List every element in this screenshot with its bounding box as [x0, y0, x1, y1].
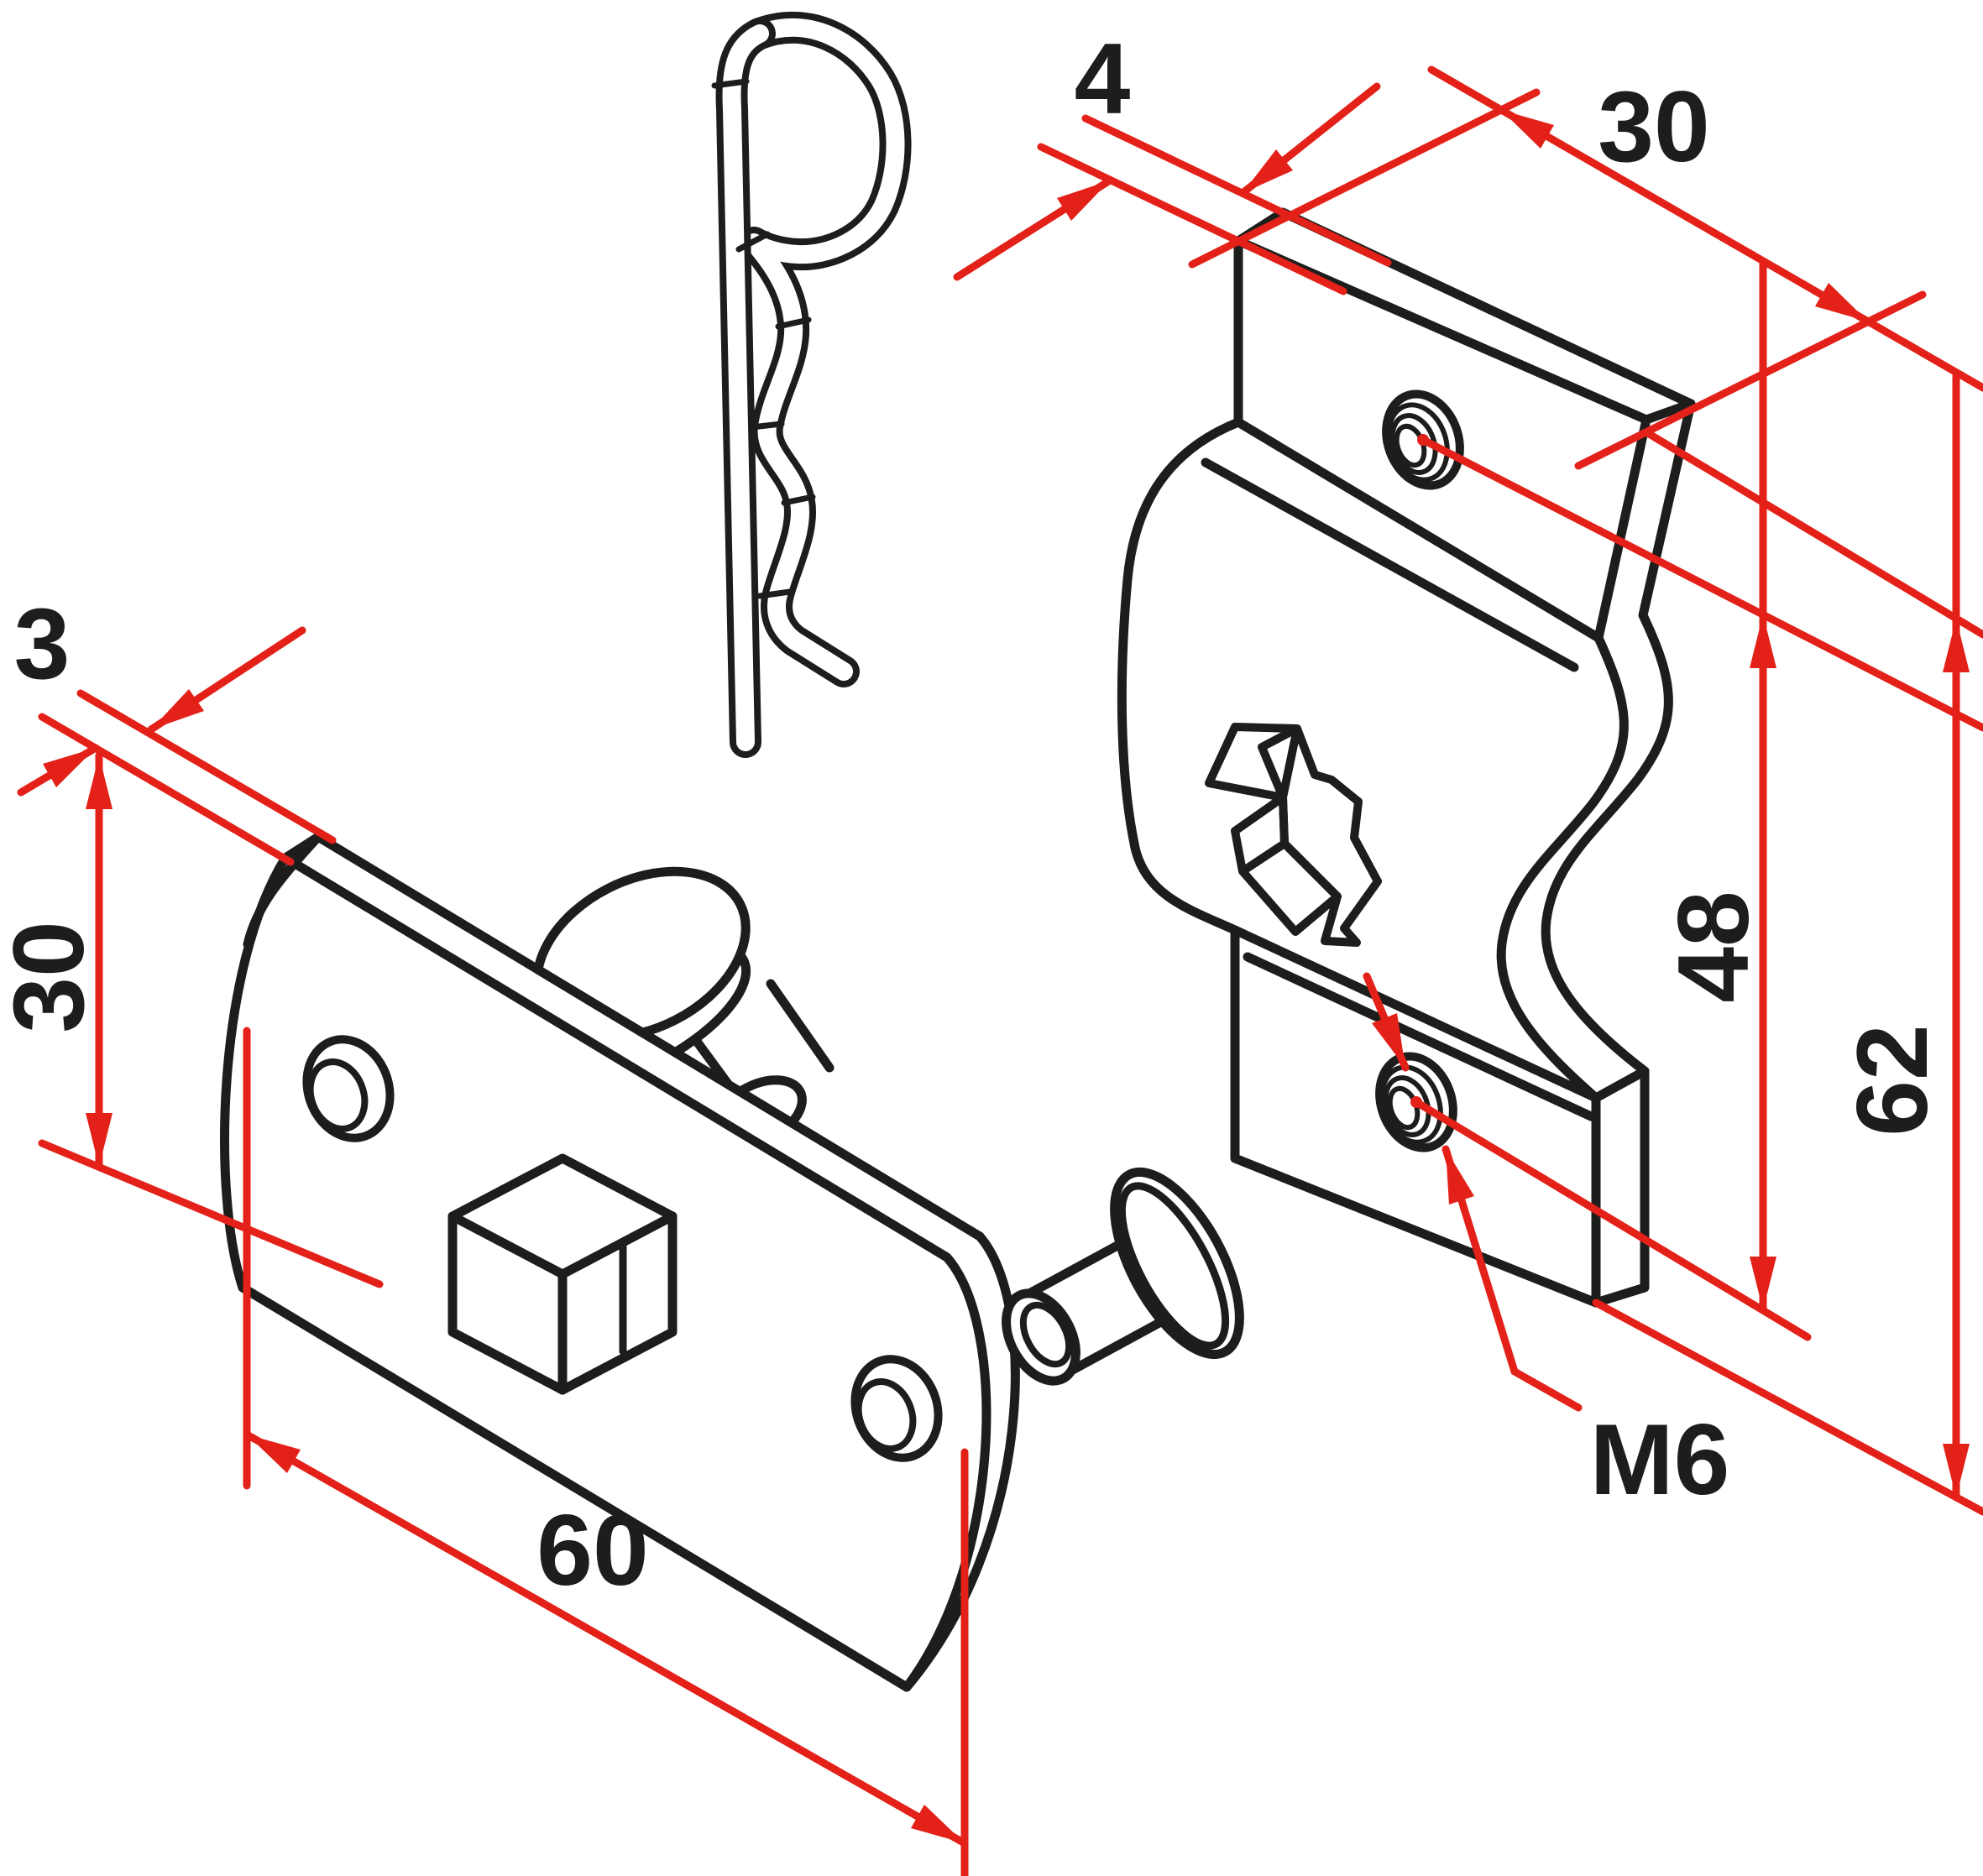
dimensions-layer — [17, 65, 1983, 1876]
dim-plate-width-lines — [38, 751, 384, 1288]
hole-center-dot-upper — [1417, 434, 1429, 446]
dim-bracket-thickness-lines — [953, 82, 1392, 295]
dim-label-hole-pitch: 48 — [1657, 891, 1770, 1002]
bracket-bend-crease-upper — [1201, 457, 1579, 672]
z-bracket — [1117, 207, 1696, 1308]
dim-label-thread-size: M6 — [1590, 1403, 1730, 1516]
r-clip-leg-core — [722, 24, 769, 751]
square-boss-edges — [447, 1211, 678, 1395]
plate-hole-lower — [850, 1355, 943, 1462]
bracket-bend-crease-lower — [1243, 952, 1596, 1121]
hole-center-dot-lower — [1410, 1096, 1422, 1108]
parts-layer — [220, 11, 1696, 1692]
rivet-shank-sides — [1015, 1231, 1181, 1381]
mounting-plate — [220, 832, 1020, 1692]
rivet-head — [1110, 1167, 1244, 1360]
dim-thread-leader — [1441, 1145, 1583, 1412]
plate-far-right-cap — [902, 1231, 1020, 1692]
labels-layer: 4 30 3 30 48 62 60 M6 — [0, 23, 1949, 1607]
dim-plate-length-lines — [243, 1027, 969, 1876]
r-clip-wire-ticks — [711, 78, 816, 599]
arrowheads — [43, 110, 1970, 1843]
star-knockout — [1205, 723, 1382, 947]
dim-extension-leaders — [1412, 428, 1983, 1516]
star-front-face — [1205, 723, 1382, 947]
r-clip — [711, 11, 912, 758]
rivet-head-rim — [1117, 1182, 1230, 1350]
dim-label-bracket-width: 30 — [1598, 71, 1709, 183]
dim-label-plate-length: 60 — [536, 1494, 648, 1607]
plate-far-top-edge — [313, 832, 985, 1241]
bracket-lower-flange-edges — [1230, 925, 1650, 1308]
plate-far-left-stub — [243, 832, 323, 949]
bracket-flange-edges — [1233, 236, 1696, 643]
r-clip-loop-core — [745, 18, 905, 681]
dim-label-plate-thickness: 3 — [14, 588, 71, 700]
plate-hole-upper — [302, 1035, 395, 1142]
rivet-tip-bore — [1019, 1301, 1073, 1368]
bracket-s-curve — [1496, 633, 1629, 1103]
dim-label-bracket-height: 62 — [1836, 1024, 1949, 1136]
dim-label-bracket-thickness: 4 — [1075, 23, 1131, 135]
dim-label-plate-width: 30 — [0, 921, 105, 1032]
plate-top-strip-fill — [285, 837, 980, 1257]
dim-plate-thickness-lines — [17, 626, 337, 866]
rivet — [1002, 1167, 1244, 1386]
